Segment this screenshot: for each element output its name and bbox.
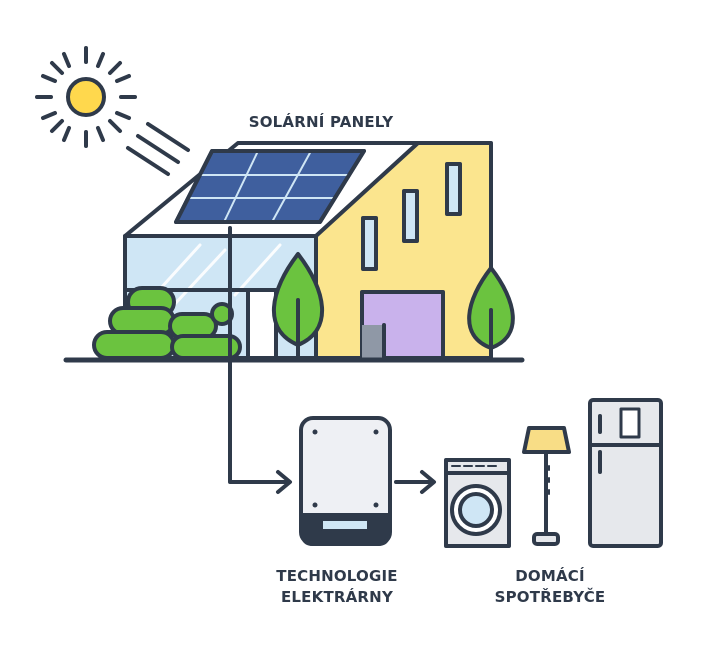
tree-icon <box>272 252 324 360</box>
sun-rays-icon <box>126 122 190 176</box>
arrow-right-icon <box>420 470 436 494</box>
solar-panels-label: SOLÁRNÍ PANELY <box>248 113 394 131</box>
floor-lamp-icon <box>522 426 571 546</box>
home-label-line1: DOMÁCÍ <box>515 567 585 585</box>
power-line <box>228 226 290 484</box>
bush-icon <box>92 286 242 360</box>
home-label-line2: SPOTŘEBYČE <box>494 588 606 606</box>
technology-label-line2: ELEKTRÁRNY <box>280 588 394 606</box>
inverter-icon <box>299 416 392 546</box>
solar-panel-icon <box>174 149 366 224</box>
sun-icon <box>35 46 137 148</box>
technology-label-line1: TECHNOLOGIE <box>276 567 398 585</box>
arrow-right-icon <box>276 470 292 494</box>
fridge-icon <box>588 398 663 548</box>
home-appliances-label: DOMÁCÍ SPOTŘEBYČE <box>470 566 630 608</box>
washing-machine-icon <box>444 458 511 548</box>
power-plant-technology-label: TECHNOLOGIE ELEKTRÁRNY <box>262 566 412 608</box>
tree-icon <box>467 266 515 360</box>
